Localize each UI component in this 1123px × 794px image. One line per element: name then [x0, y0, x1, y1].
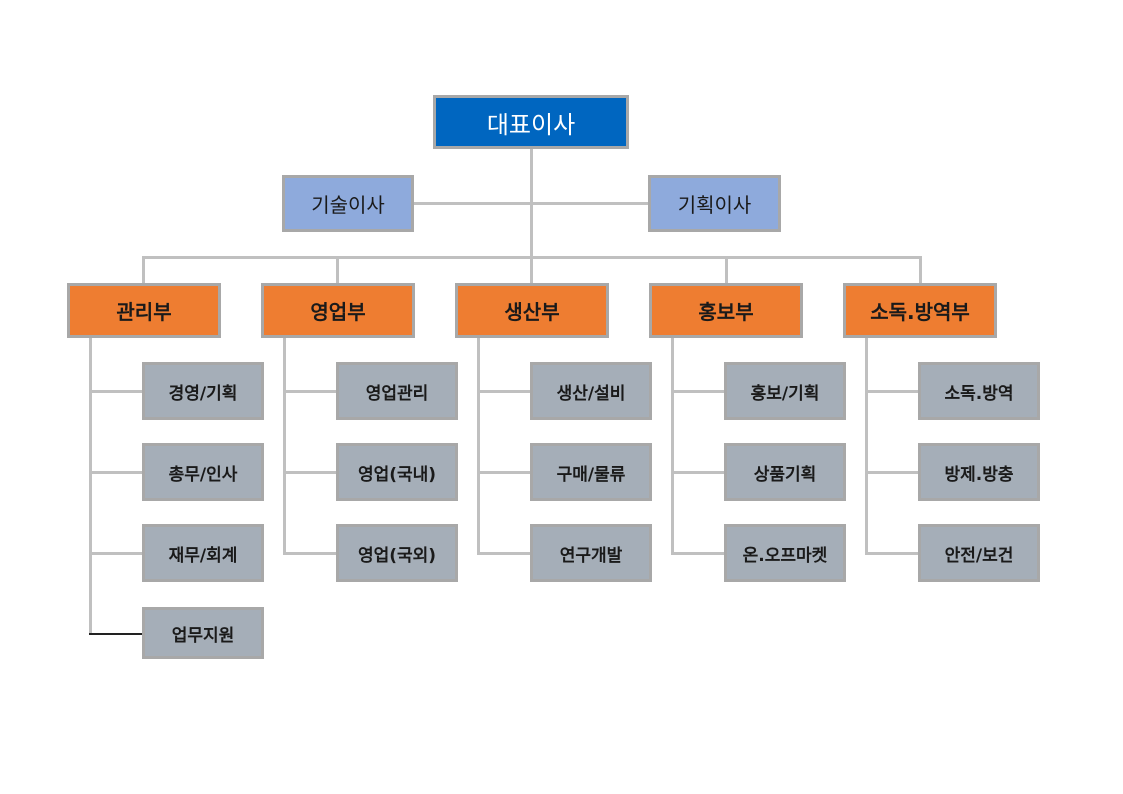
team-box: 생산/설비 — [530, 362, 652, 420]
connector-dept-drop-4 — [919, 256, 922, 285]
team-box: 재무/회계 — [142, 524, 264, 582]
connector-team-branch — [89, 471, 144, 474]
dept-box: 홍보부 — [649, 283, 803, 338]
connector-team-branch — [283, 390, 338, 393]
team-box: 안전/보건 — [918, 524, 1040, 582]
team-box: 영업(국내) — [336, 443, 458, 501]
team-box: 소독.방역 — [918, 362, 1040, 420]
connector-dept-drop-2 — [530, 256, 533, 285]
connector-team-branch — [89, 552, 144, 555]
team-box: 온.오프마켓 — [724, 524, 846, 582]
connector-team-spine-3 — [671, 337, 674, 555]
connector-team-branch — [865, 471, 920, 474]
team-box: 경영/기획 — [142, 362, 264, 420]
team-box: 구매/물류 — [530, 443, 652, 501]
connector-team-spine-0 — [89, 337, 92, 635]
connector-team-branch — [671, 552, 726, 555]
director-box-planning: 기획이사 — [648, 175, 781, 232]
dept-box: 생산부 — [455, 283, 609, 338]
connector-team-branch — [477, 390, 532, 393]
dept-box: 관리부 — [67, 283, 221, 338]
team-box: 홍보/기획 — [724, 362, 846, 420]
team-box: 상품기획 — [724, 443, 846, 501]
connector-team-branch — [477, 552, 532, 555]
director-box-technical: 기술이사 — [282, 175, 414, 232]
dept-box: 영업부 — [261, 283, 415, 338]
connector-team-branch — [865, 390, 920, 393]
team-box: 방제.방충 — [918, 443, 1040, 501]
connector-team-branch — [283, 552, 338, 555]
connector-dept-drop-3 — [725, 256, 728, 285]
team-box: 영업(국외) — [336, 524, 458, 582]
connector-dept-drop-1 — [336, 256, 339, 285]
connector-team-branch — [477, 471, 532, 474]
connector-team-branch — [89, 633, 144, 635]
connector-team-branch — [283, 471, 338, 474]
connector-team-branch — [865, 552, 920, 555]
connector-team-spine-4 — [865, 337, 868, 555]
connector-team-branch — [671, 471, 726, 474]
connector-dept-drop-0 — [142, 256, 145, 285]
team-box: 총무/인사 — [142, 443, 264, 501]
dept-box: 소독.방역부 — [843, 283, 997, 338]
connector-team-branch — [671, 390, 726, 393]
connector-team-spine-2 — [477, 337, 480, 555]
team-box: 영업관리 — [336, 362, 458, 420]
team-box: 연구개발 — [530, 524, 652, 582]
team-box: 업무지원 — [142, 607, 264, 659]
connector-directors — [413, 202, 650, 205]
connector-team-spine-1 — [283, 337, 286, 555]
connector-team-branch — [89, 390, 144, 393]
ceo-box: 대표이사 — [433, 95, 629, 149]
